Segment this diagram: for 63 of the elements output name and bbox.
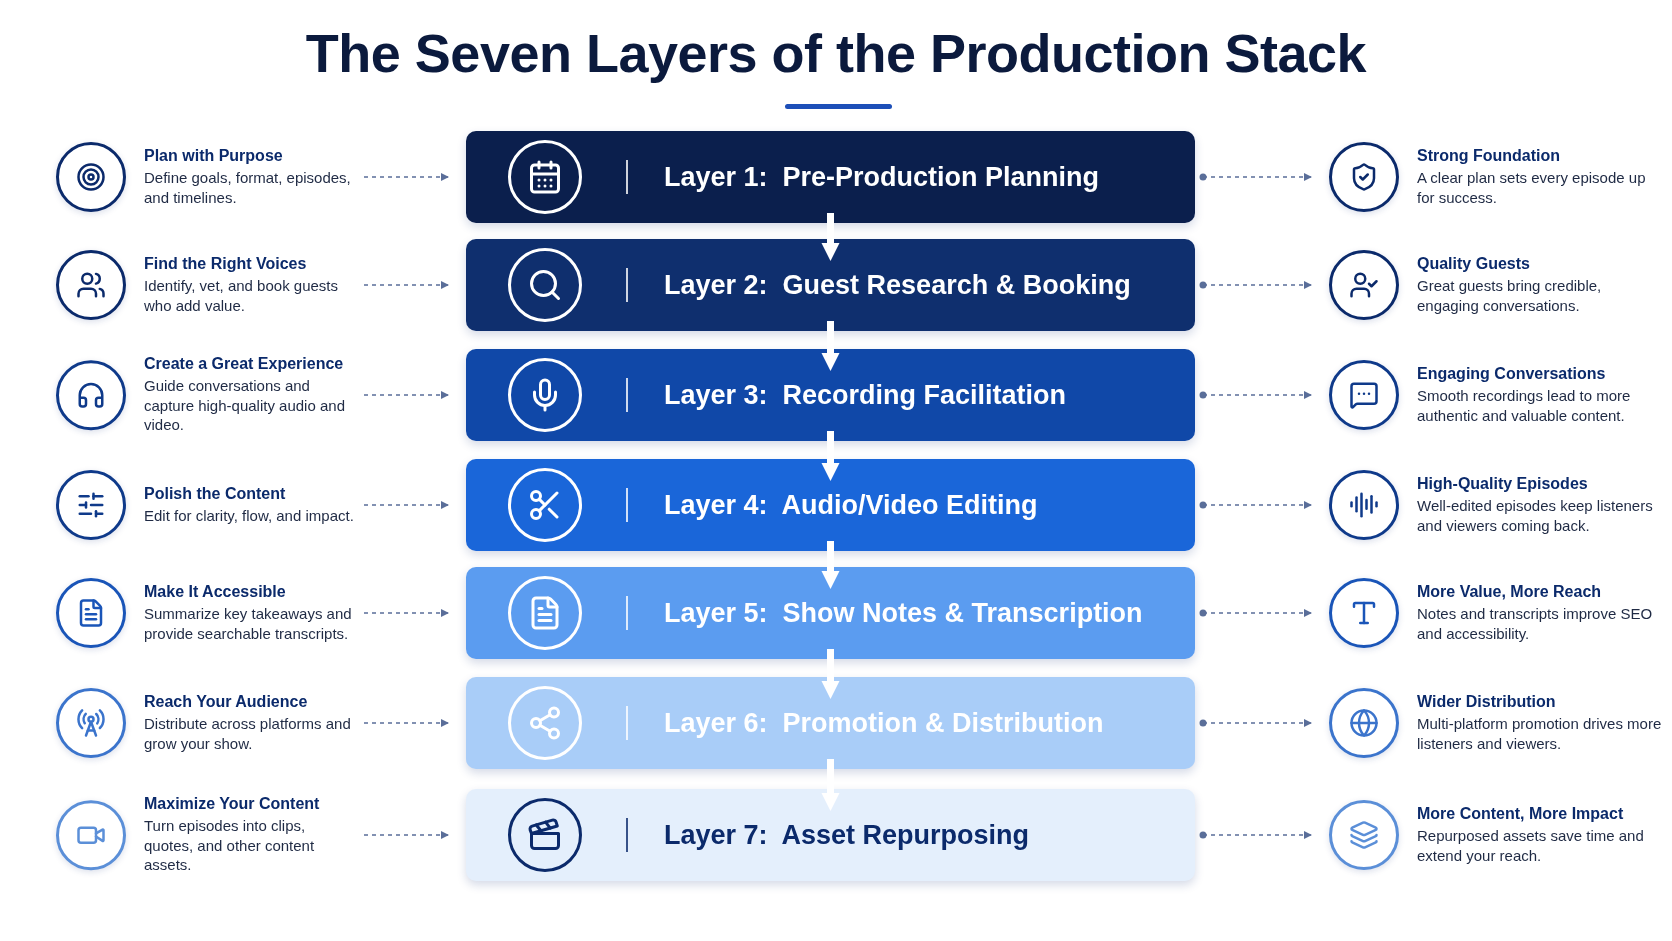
benefit-description: Edit for clarity, flow, and impact. xyxy=(144,505,354,526)
benefit-description: Turn episodes into clips, quotes, and other content assets. xyxy=(144,816,316,875)
benefit-heading: Reach Your Audience xyxy=(144,693,309,711)
dashed-arrow xyxy=(1199,391,1312,399)
dashed-arrow xyxy=(363,281,449,289)
benefit-heading: High-Quality Episodes xyxy=(1417,475,1589,493)
dashed-arrow xyxy=(363,173,449,181)
benefit-description: Define goals, format, episodes, and timelines. xyxy=(144,168,352,207)
benefit-heading: Make It Accessible xyxy=(144,583,287,601)
layer-bar xyxy=(466,789,1195,881)
layer-title: Layer 5: Show Notes & Transcription xyxy=(664,597,1143,629)
benefit-description: Notes and transcripts improve SEO and accessibility. xyxy=(1417,604,1654,643)
benefit-description: Identify, vet, and book guests who add value. xyxy=(144,276,339,315)
layer-bar xyxy=(466,131,1195,223)
benefit-heading: More Content, More Impact xyxy=(1417,805,1625,823)
benefit-heading: Polish the Content xyxy=(144,484,287,503)
benefit-heading: Maximize Your Content xyxy=(144,795,321,814)
dashed-arrow xyxy=(1199,831,1312,839)
benefit-description: Great guests bring credible, engaging conversations. xyxy=(1417,276,1603,315)
layer-title: Layer 4: Audio/Video Editing xyxy=(664,489,1038,521)
down-arrow xyxy=(821,431,840,481)
layer-title: Layer 7: Asset Repurposing xyxy=(664,819,1030,851)
layer-title: Layer 6: Promotion & Distribution xyxy=(664,707,1104,739)
dashed-arrow xyxy=(1199,609,1312,617)
dashed-arrow xyxy=(363,831,449,839)
benefit-heading: Wider Distribution xyxy=(1417,693,1557,711)
down-arrow xyxy=(821,541,840,589)
benefit-heading: Strong Foundation xyxy=(1417,147,1562,165)
benefit-description: Smooth recordings lead to more authentic and valuable content. xyxy=(1417,386,1632,425)
down-arrow xyxy=(821,759,840,811)
down-arrow xyxy=(821,321,840,371)
benefit-heading: Engaging Conversations xyxy=(1417,365,1607,383)
dashed-arrow xyxy=(363,391,449,399)
layer-bar xyxy=(466,677,1195,769)
dashed-arrow xyxy=(363,501,449,509)
layer-bar xyxy=(466,567,1195,659)
layer-title: Layer 2: Guest Research & Booking xyxy=(664,269,1131,301)
benefit-heading: Plan with Purpose xyxy=(144,147,284,165)
benefit-description: Summarize key takeaways and provide searchable transcripts. xyxy=(144,604,353,643)
down-arrow xyxy=(821,649,840,699)
benefit-description: Well-edited episodes keep listeners and viewers coming back. xyxy=(1417,496,1654,535)
title: The Seven Layers of the Production Stack xyxy=(304,22,1368,84)
benefit-heading: Find the Right Voices xyxy=(144,255,308,273)
benefit-description: A clear plan sets every episode up for success. xyxy=(1417,168,1647,207)
benefit-heading: More Value, More Reach xyxy=(1417,583,1603,601)
layer-bar xyxy=(466,459,1195,551)
dashed-arrow xyxy=(1199,281,1312,289)
benefit-description: Guide conversations and capture high-quality audio and video. xyxy=(144,376,346,435)
dashed-arrow xyxy=(1199,719,1312,727)
benefit-heading: Quality Guests xyxy=(1417,255,1531,273)
layer-bar xyxy=(466,239,1195,331)
dashed-arrow xyxy=(363,719,449,727)
down-arrow xyxy=(821,213,840,261)
layer-bar xyxy=(466,349,1195,441)
dashed-arrow xyxy=(1199,501,1312,509)
layer-title: Layer 3: Recording Facilitation xyxy=(664,379,1067,411)
benefit-heading: Create a Great Experience xyxy=(144,355,345,374)
layer-title: Layer 1: Pre-Production Planning xyxy=(664,161,1100,193)
dashed-arrow xyxy=(1199,173,1312,181)
benefit-description: Repurposed assets save time and extend your reach. xyxy=(1417,826,1645,865)
dashed-arrow xyxy=(363,609,449,617)
benefit-description: Multi-platform promotion drives more listeners and viewers. xyxy=(1417,714,1663,753)
benefit-description: Distribute across platforms and grow your show. xyxy=(144,714,352,753)
